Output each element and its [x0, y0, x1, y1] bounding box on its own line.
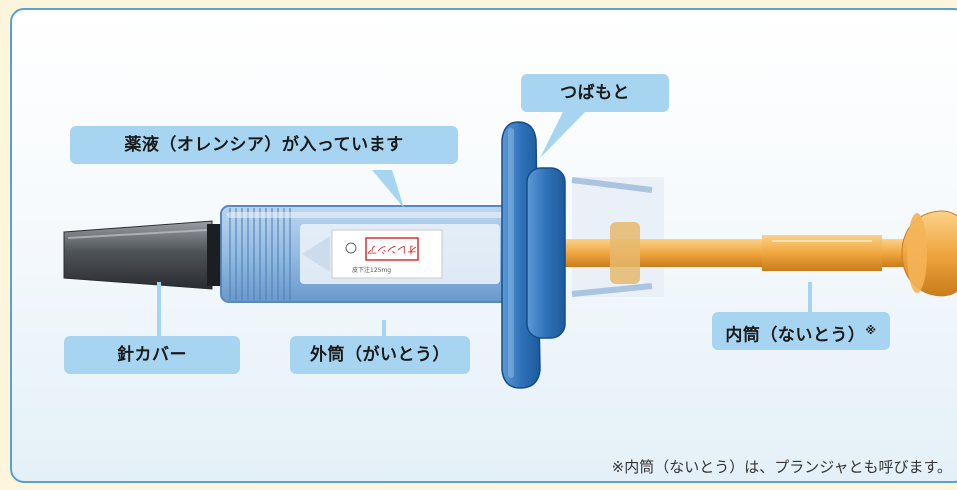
label-liquid: 薬液（オレンシア）が入っています [70, 126, 458, 164]
label-barrel: 外筒（がいとう） [290, 336, 470, 374]
syringe-brand-text: オレンシア [367, 243, 417, 255]
footnote-text: ※内筒（ないとう）は、プランジャとも呼びます。 [611, 458, 952, 476]
plunger-rod-shape [510, 177, 957, 297]
barrel-shape: オレンシア 皮下注125mg [220, 205, 512, 303]
label-plunger: 内筒（ないとう）※ [712, 312, 890, 350]
needle-cover-shape [63, 220, 221, 290]
diagram-panel: オレンシア 皮下注125mg [10, 8, 957, 483]
syringe-small-text: 皮下注125mg [352, 266, 391, 274]
label-needle-cover: 針カバー [64, 336, 240, 374]
flange-shape [501, 121, 566, 389]
label-plunger-text: 内筒（ないとう） [725, 325, 866, 346]
label-plunger-mark: ※ [865, 324, 877, 337]
callout-pointers [157, 110, 812, 348]
syringe-illustration: オレンシア 皮下注125mg [63, 110, 957, 389]
label-flange: つばもと [521, 74, 669, 112]
